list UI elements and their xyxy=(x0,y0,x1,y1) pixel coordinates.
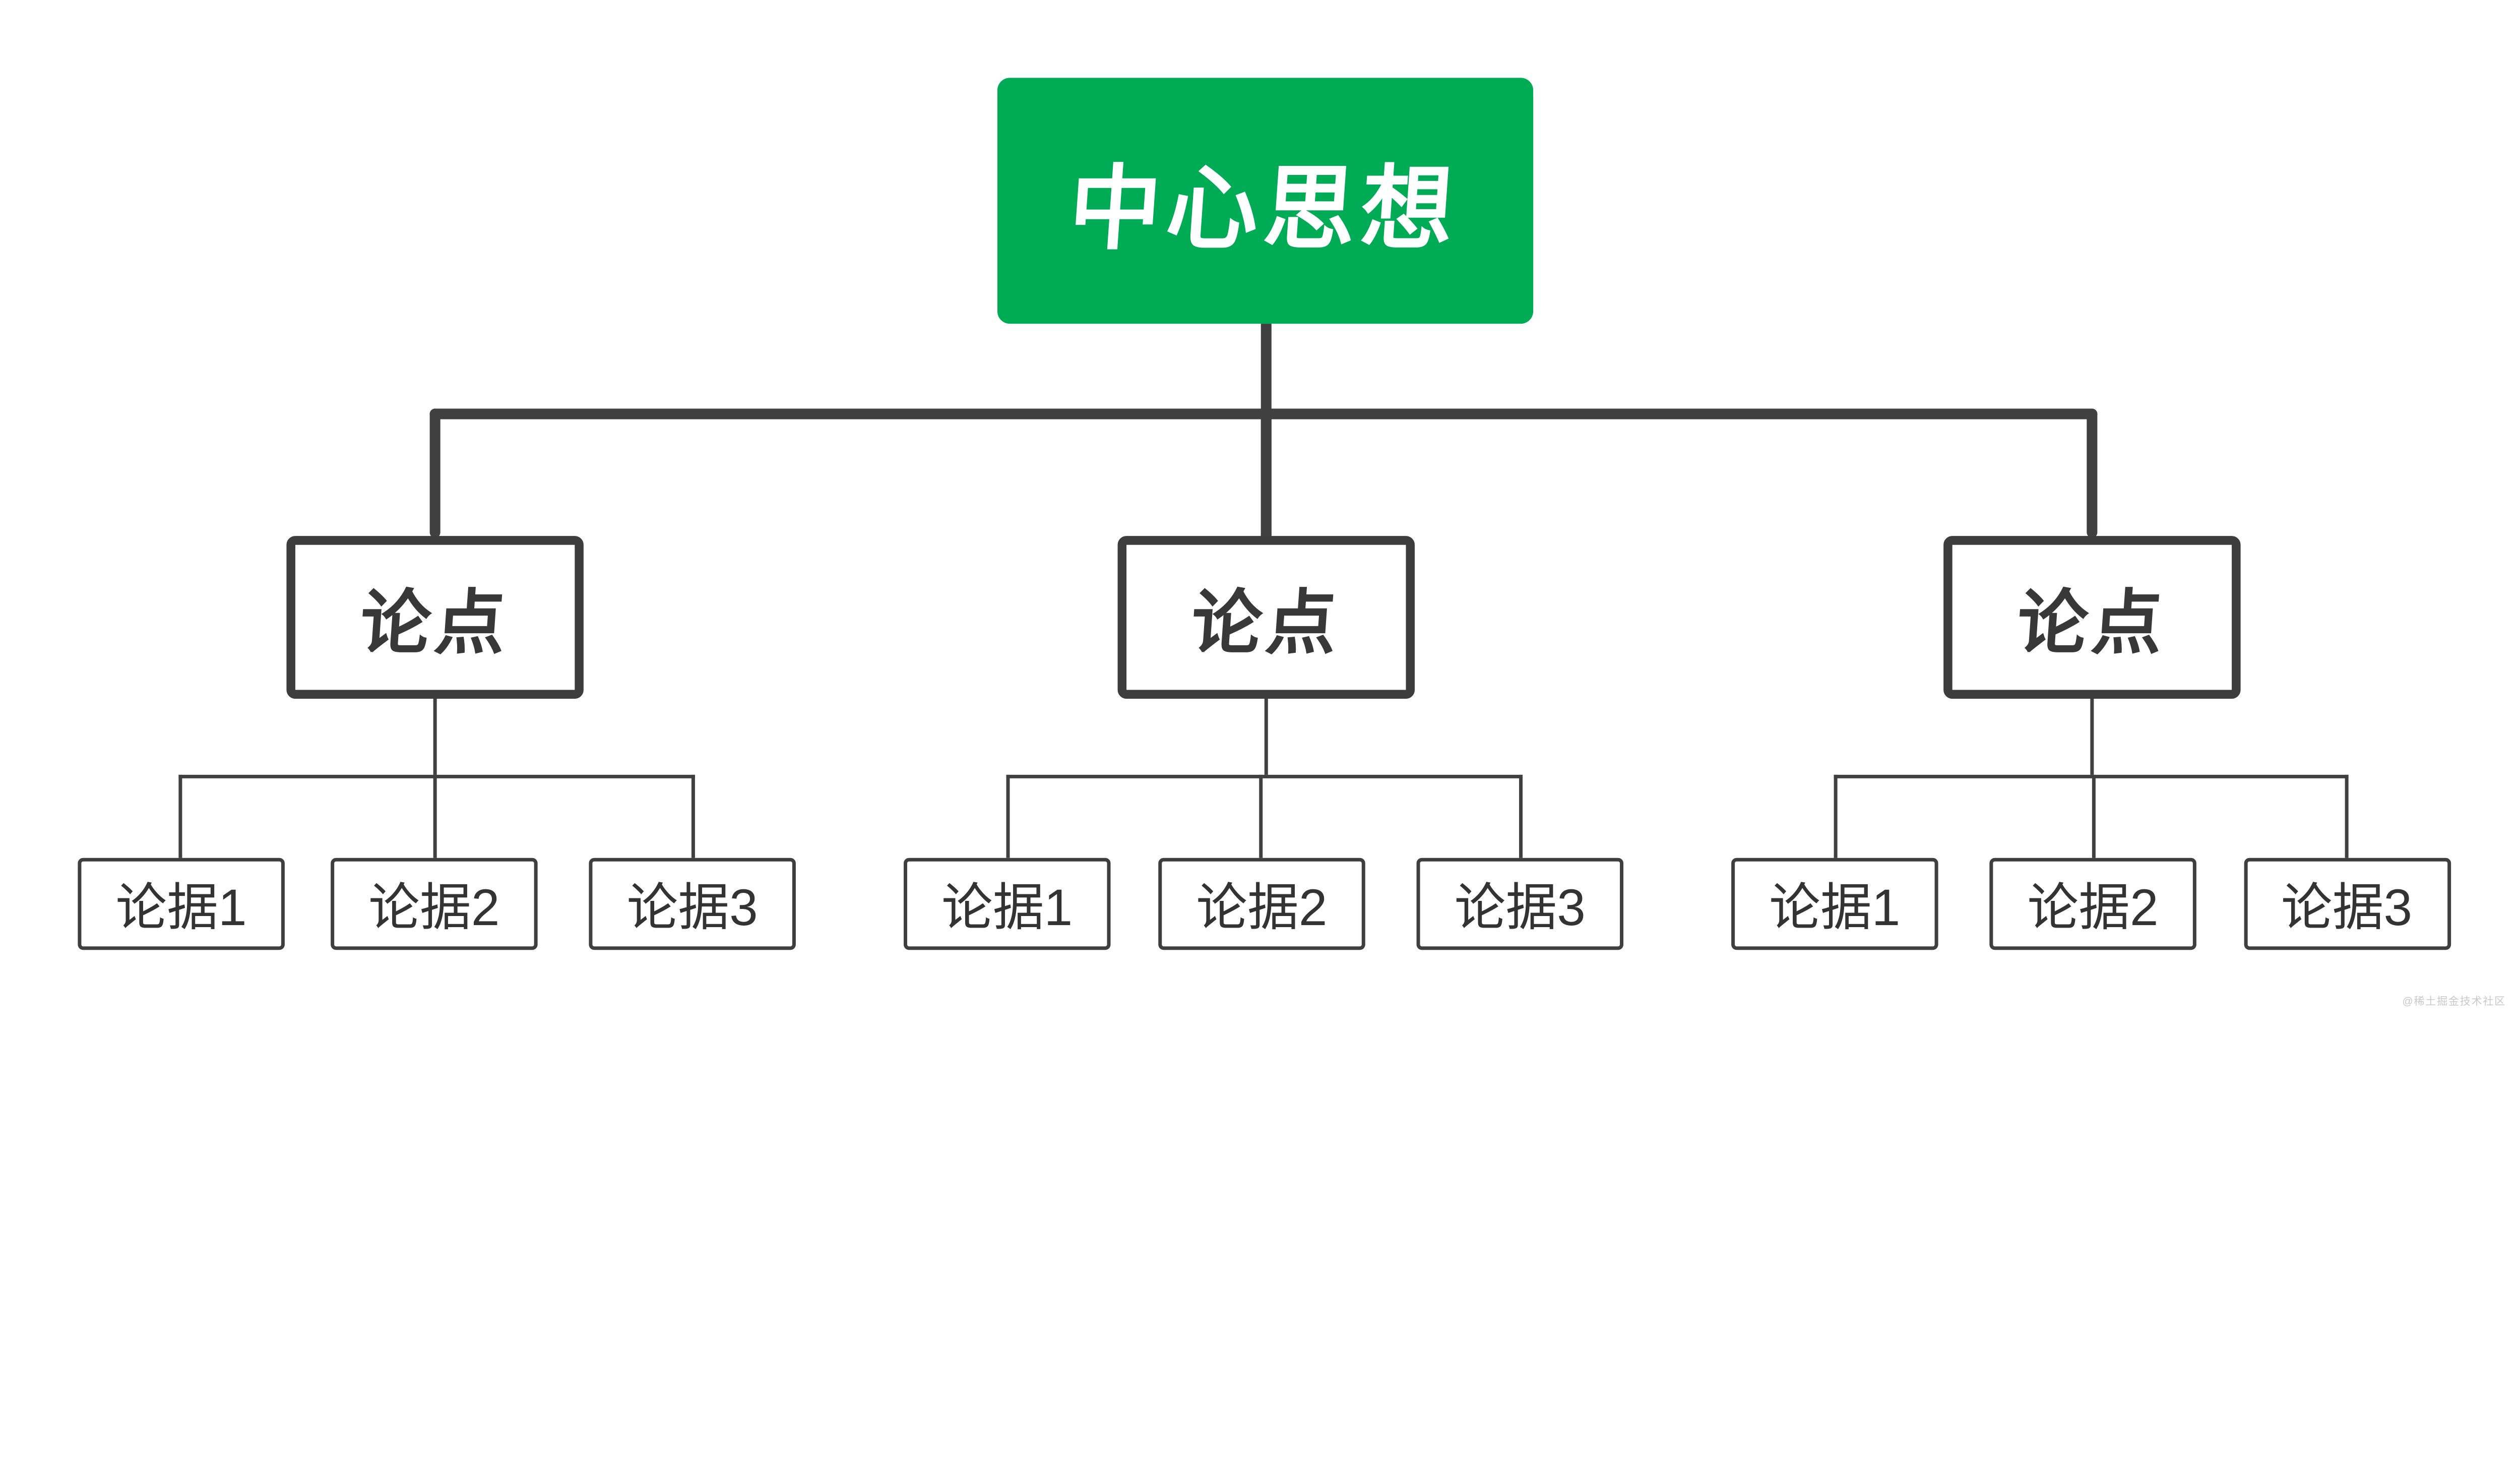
connector-branch1-drop-3 xyxy=(691,774,695,858)
connector-branch1-rail xyxy=(178,774,695,778)
leaf-node-2-2[interactable]: 论据2 xyxy=(1158,858,1365,950)
branch-node-1-label: 论点 xyxy=(357,585,512,663)
leaf-node-3-2-label: 论据2 xyxy=(2027,881,2159,938)
branch-node-2[interactable]: 论点 xyxy=(1116,536,1414,699)
leaf-node-3-3[interactable]: 论据3 xyxy=(2243,858,2450,950)
connector-branch3-drop-1 xyxy=(1833,774,1837,858)
watermark-text: @稀土掘金技术社区 xyxy=(2402,997,2506,1008)
branch-node-1[interactable]: 论点 xyxy=(286,536,584,699)
leaf-node-3-1[interactable]: 论据1 xyxy=(1731,858,1938,950)
connector-branch3-drop-3 xyxy=(2345,774,2349,858)
connector-branch2-rail xyxy=(1006,774,1523,778)
leaf-node-1-1[interactable]: 论据1 xyxy=(78,858,285,950)
leaf-node-3-1-label: 论据1 xyxy=(1769,881,1901,938)
connector-level1-drop-left xyxy=(429,407,440,537)
connector-branch2-drop-2 xyxy=(1259,774,1264,858)
connector-level1-rail xyxy=(429,407,2098,418)
branch-node-2-label: 论点 xyxy=(1187,585,1342,663)
leaf-node-3-3-label: 论据3 xyxy=(2281,881,2413,938)
root-node-label: 中心思想 xyxy=(1066,159,1463,262)
connector-branch1-drop-1 xyxy=(178,774,182,858)
connector-branch3-stem xyxy=(2089,698,2093,774)
leaf-node-3-2[interactable]: 论据2 xyxy=(1989,858,2196,950)
leaf-node-2-3[interactable]: 论据3 xyxy=(1416,858,1624,950)
connector-branch1-stem xyxy=(433,698,437,774)
leaf-node-2-1[interactable]: 论据1 xyxy=(903,858,1111,950)
leaf-node-2-1-label: 论据1 xyxy=(941,881,1073,938)
leaf-node-1-2-label: 论据2 xyxy=(368,881,500,938)
branch-node-3-label: 论点 xyxy=(2013,585,2168,663)
connector-level1-drop-center xyxy=(1260,418,1271,537)
leaf-node-1-3-label: 论据3 xyxy=(626,881,758,938)
connector-branch1-drop-2 xyxy=(432,774,436,858)
connector-branch2-drop-1 xyxy=(1006,774,1010,858)
root-node[interactable]: 中心思想 xyxy=(997,78,1534,324)
leaf-node-1-2[interactable]: 论据2 xyxy=(331,858,538,950)
connector-branch2-stem xyxy=(1264,698,1268,774)
connector-level1-drop-right xyxy=(2086,407,2097,537)
diagram-canvas: 中心思想 论点 论点 论点 论据1 论据2 论据3 论据1 论据2 论据3 论据… xyxy=(78,78,2506,1008)
leaf-node-2-2-label: 论据2 xyxy=(1196,881,1328,938)
leaf-node-1-1-label: 论据1 xyxy=(115,881,247,938)
branch-node-3[interactable]: 论点 xyxy=(1942,536,2240,699)
connector-branch2-drop-3 xyxy=(1518,774,1522,858)
connector-branch3-drop-2 xyxy=(2091,774,2095,858)
leaf-node-2-3-label: 论据3 xyxy=(1454,881,1586,938)
connector-branch3-rail xyxy=(1833,774,2348,778)
leaf-node-1-3[interactable]: 论据3 xyxy=(589,858,796,950)
